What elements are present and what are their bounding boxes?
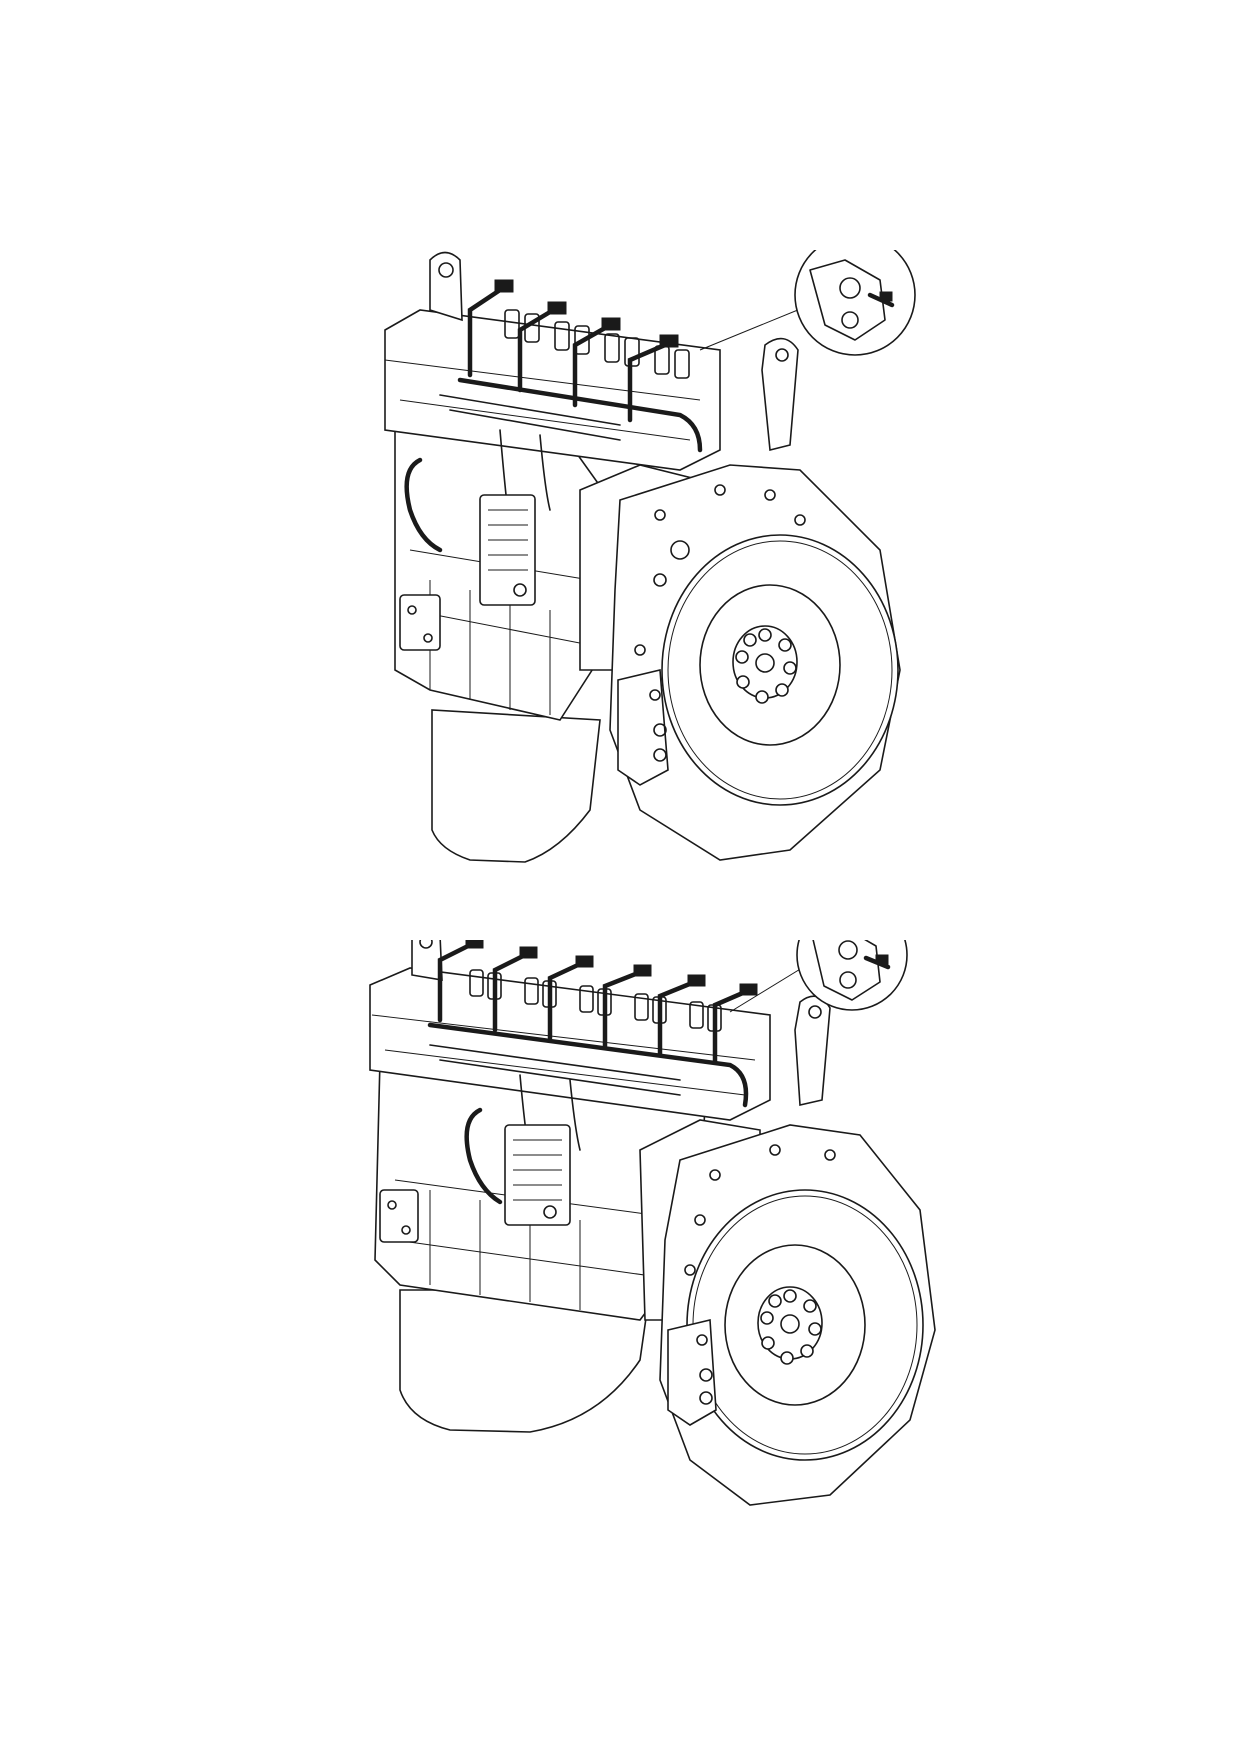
fuel-pipes xyxy=(439,394,621,531)
mount-bracket xyxy=(617,669,669,786)
detail-callout xyxy=(729,940,908,1013)
mount-bracket xyxy=(667,1319,717,1426)
oil-sump xyxy=(431,709,601,863)
fuel-pipes xyxy=(429,1044,681,1161)
lifting-eye-right xyxy=(794,995,831,1106)
flywheel xyxy=(686,1189,924,1461)
engine-illustration-top xyxy=(0,250,1239,900)
injector-harness xyxy=(404,279,703,553)
lifting-eye-right xyxy=(761,337,799,452)
engine-drawing-bottom xyxy=(369,940,936,1506)
lifting-eye-left xyxy=(429,251,463,322)
detail-callout xyxy=(699,250,916,356)
engine-drawing-top xyxy=(384,250,916,863)
engine-illustration-bottom xyxy=(0,940,1239,1600)
ecu xyxy=(504,1124,571,1226)
lifting-eye-left xyxy=(411,940,443,981)
mounting-plate xyxy=(379,1189,419,1243)
injector-harness xyxy=(427,940,758,1205)
flywheel xyxy=(661,534,899,806)
ecu xyxy=(479,494,536,606)
valve-springs xyxy=(504,309,690,379)
mounting-plate xyxy=(399,594,441,651)
oil-sump xyxy=(399,1289,651,1433)
